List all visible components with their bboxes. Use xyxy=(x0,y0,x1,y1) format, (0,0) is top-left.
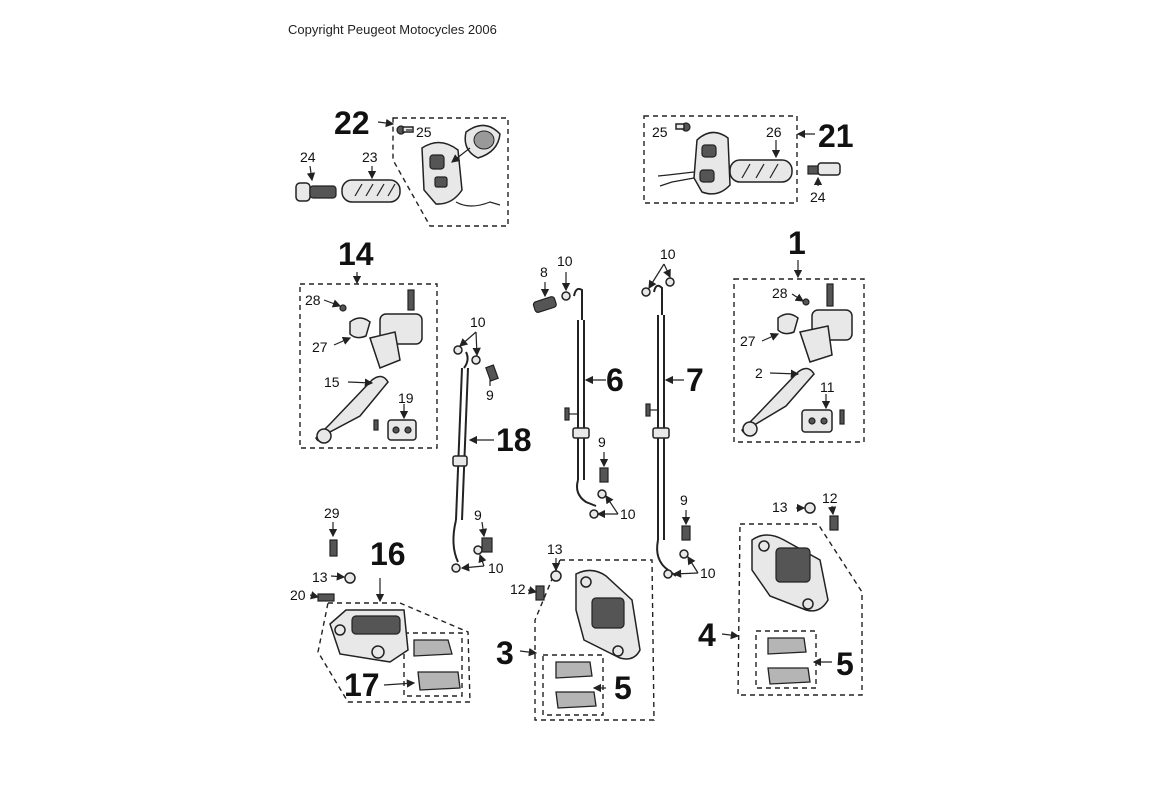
bar-end-24-left xyxy=(295,165,337,202)
group-3-front-caliper-left xyxy=(519,558,655,721)
callout-18: 18 xyxy=(496,422,532,458)
brake-switch-11 xyxy=(801,409,833,433)
bolt-25-right xyxy=(675,122,691,132)
callout-9-c: 9 xyxy=(486,387,494,403)
callout-10-b: 10 xyxy=(620,506,636,522)
master-body-1 xyxy=(799,325,833,363)
callout-1: 1 xyxy=(788,225,806,261)
callout-13-a: 13 xyxy=(312,569,328,585)
callout-12-a: 12 xyxy=(510,581,526,597)
callout-4: 4 xyxy=(698,617,716,653)
callout-10-c: 10 xyxy=(660,246,676,262)
callout-labels: 22 25 23 24 21 25 26 24 14 28 27 15 19 1… xyxy=(290,105,854,706)
brake-pad-5-d xyxy=(767,667,811,685)
dashed-outline-21 xyxy=(643,115,798,204)
banjo-bolt-8 xyxy=(532,296,557,313)
brake-pad-5-b xyxy=(555,691,597,709)
banjo-bolt-9-c xyxy=(485,364,499,382)
washer-13-a xyxy=(550,570,562,582)
group-4-front-caliper-right xyxy=(721,502,863,696)
copyright-text: Copyright Peugeot Motocycles 2006 xyxy=(288,22,497,37)
callout-24-b: 24 xyxy=(810,189,826,205)
brake-hose-7 xyxy=(641,263,699,579)
callout-16: 16 xyxy=(370,536,406,572)
group-21-right-switch xyxy=(643,115,841,204)
brake-hose-18 xyxy=(451,331,499,573)
dashed-outline-3 xyxy=(534,559,655,721)
callout-9-d: 9 xyxy=(474,507,482,523)
switch-housing-right xyxy=(693,131,731,195)
callout-5-b: 5 xyxy=(836,646,854,682)
banjo-bolt-9-a xyxy=(599,467,609,483)
dashed-outline-22 xyxy=(392,117,509,227)
brake-pad-5-c xyxy=(767,637,807,655)
callout-10-d: 10 xyxy=(700,565,716,581)
callout-25-a: 25 xyxy=(416,124,432,140)
brake-hose-6 xyxy=(532,272,619,519)
banjo-bolt-9-d xyxy=(481,537,493,553)
callout-27-a: 27 xyxy=(312,339,328,355)
callout-13-b: 13 xyxy=(547,541,563,557)
grip-23-left xyxy=(341,166,401,203)
group-22-left-switch xyxy=(295,117,509,227)
dashed-outline-4 xyxy=(737,523,863,696)
callout-28-b: 28 xyxy=(772,285,788,301)
callout-22: 22 xyxy=(334,105,370,141)
callout-27-b: 27 xyxy=(740,333,756,349)
callout-2: 2 xyxy=(755,365,763,381)
bolt-20 xyxy=(317,593,335,602)
callout-10-e: 10 xyxy=(470,314,486,330)
callout-13-c: 13 xyxy=(772,499,788,515)
dashed-outline-1 xyxy=(733,278,865,443)
group-16-rear-caliper xyxy=(309,522,471,703)
callout-28-a: 28 xyxy=(305,292,321,308)
bolt-12-b xyxy=(829,515,839,531)
banjo-bolt-9-b xyxy=(681,525,691,541)
brake-pad-17-a xyxy=(413,639,453,657)
callout-24-a: 24 xyxy=(300,149,316,165)
callout-5-a: 5 xyxy=(614,670,632,706)
callout-10-a: 10 xyxy=(557,253,573,269)
brake-pad-5-a xyxy=(555,661,593,679)
callout-15: 15 xyxy=(324,374,340,390)
master-body-14 xyxy=(369,331,401,369)
callout-6: 6 xyxy=(606,362,624,398)
dashed-outline-16 xyxy=(317,602,471,703)
callout-9-b: 9 xyxy=(680,492,688,508)
callout-12-b: 12 xyxy=(822,490,838,506)
bolt-12-a xyxy=(535,585,545,601)
callout-10-f: 10 xyxy=(488,560,504,576)
callout-29: 29 xyxy=(324,505,340,521)
callout-20: 20 xyxy=(290,587,306,603)
clamp-27-right xyxy=(777,313,799,335)
washer-13-b xyxy=(804,502,816,514)
callout-14: 14 xyxy=(338,236,374,272)
brake-switch-19 xyxy=(387,419,417,441)
callout-8: 8 xyxy=(540,264,548,280)
clamp-27-left xyxy=(349,317,371,339)
callout-23: 23 xyxy=(362,149,378,165)
callout-9-a: 9 xyxy=(598,434,606,450)
bar-end-24-right xyxy=(807,162,841,186)
callout-26: 26 xyxy=(766,124,782,140)
bolt-29 xyxy=(329,539,338,557)
callout-21: 21 xyxy=(818,118,854,154)
group-14-left-master-cylinder xyxy=(299,272,438,449)
callout-11: 11 xyxy=(820,379,835,395)
group-1-right-master-cylinder xyxy=(733,260,865,443)
dashed-outline-14 xyxy=(299,283,438,449)
brake-pad-17-b xyxy=(417,671,461,691)
callout-17: 17 xyxy=(344,667,380,703)
callout-3: 3 xyxy=(496,635,514,671)
callout-19: 19 xyxy=(398,390,414,406)
callout-25-b: 25 xyxy=(652,124,668,140)
callout-7: 7 xyxy=(686,362,704,398)
grip-26-right xyxy=(729,159,793,183)
switch-housing-left xyxy=(421,141,463,205)
